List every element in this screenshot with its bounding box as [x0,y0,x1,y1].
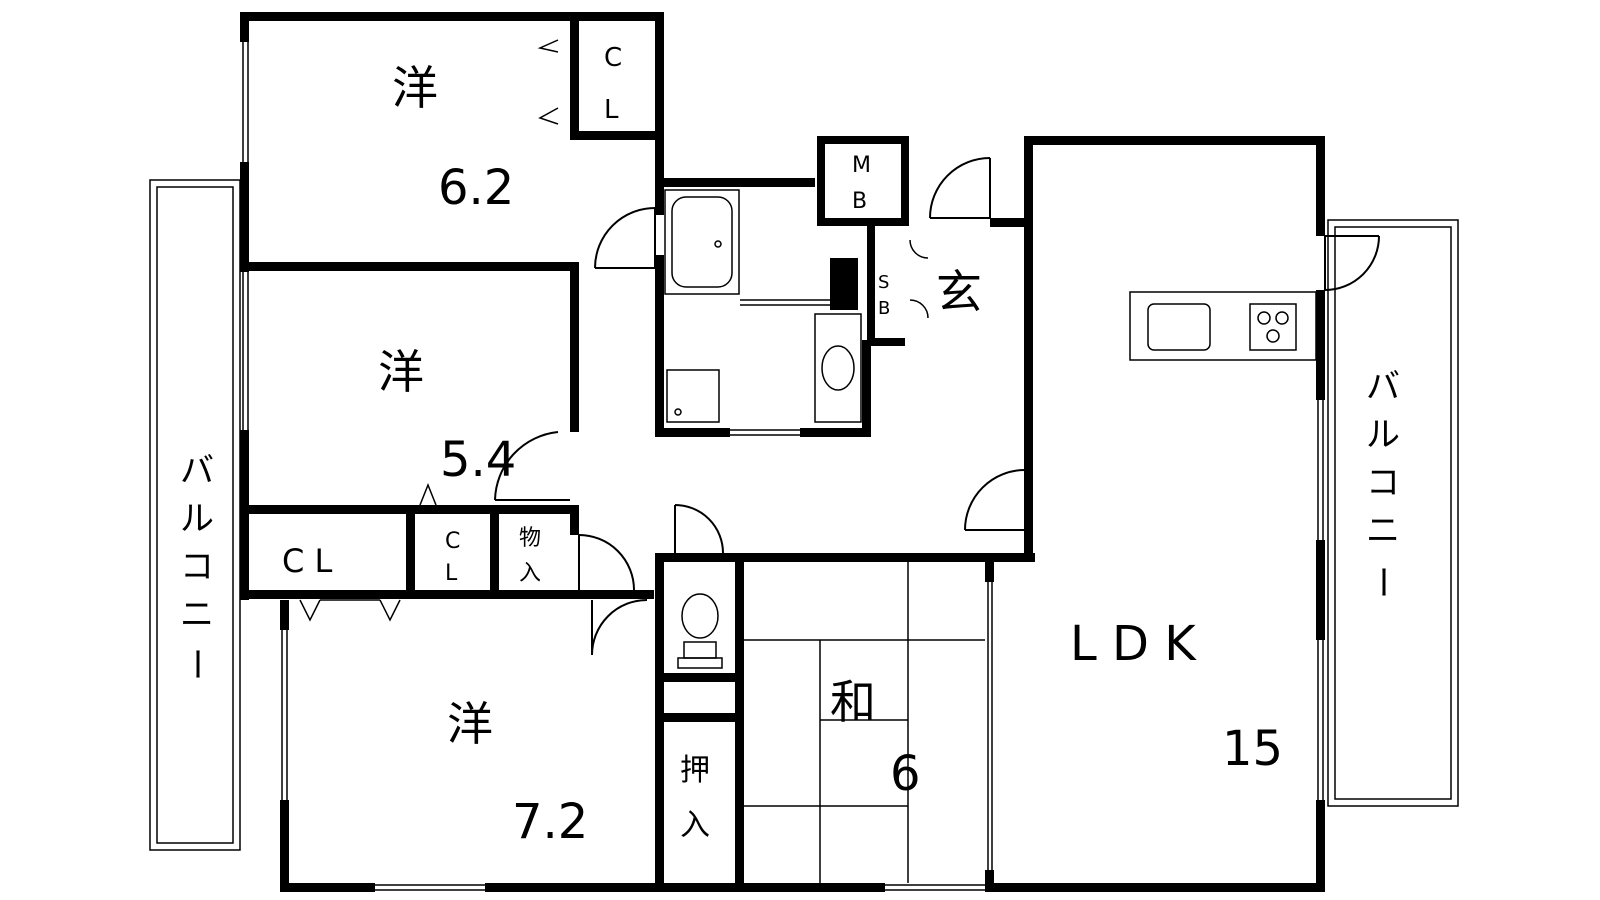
svg-text:ル: ル [1366,415,1400,455]
closet-label-1: 押 [680,753,710,788]
tatami [744,562,985,883]
svg-text:コ: コ [180,547,214,587]
ldk-label: L D K [1070,616,1197,672]
svg-text:ニ: ニ [180,595,214,635]
storage-label-1: 物 [519,526,541,551]
washitsu-label: 和 [830,675,876,729]
balcony-left-label: バ ル コ ニ ー [176,451,216,681]
room-w-label: 洋 [378,345,424,399]
shoe-box [909,239,929,319]
svg-text:ー: ー [1362,565,1402,599]
storage-label-2: 入 [519,561,541,586]
walls [240,12,1325,892]
room-nw-closet-c: C [604,43,622,73]
svg-text:バ: バ [1366,367,1400,407]
kitchen-counter [1129,291,1317,361]
balcony-right-label: バ ル コ ニ ー [1362,367,1402,599]
wash-basin [814,313,862,423]
room-sw-label: 洋 [447,697,493,751]
svg-text:ニ: ニ [1366,511,1400,551]
sb-label-s: S [878,272,889,293]
balcony-right [1327,219,1459,807]
svg-text:コ: コ [1366,463,1400,503]
room-nw-label: 洋 [392,61,438,115]
closet-label-2: 入 [680,808,710,843]
room-nw-size: 6.2 [438,160,514,216]
mb-label-b: B [852,189,867,214]
bathtub [664,189,740,295]
washer-pan [666,369,720,423]
room-w-size: 5.4 [440,432,516,488]
room-labels: 洋 6.2 C L M B S B 玄 洋 5.4 C L C L 物 入 洋 … [176,43,1402,850]
svg-text:ル: ル [180,499,214,539]
svg-text:バ: バ [180,451,214,491]
cl-small-l: L [445,561,458,586]
sb-label-b: B [878,298,890,319]
fixtures [664,189,1317,883]
ldk-size: 15 [1222,721,1283,777]
windows [242,42,1324,891]
mb-label-m: M [852,153,871,178]
room-nw-closet-l: L [604,95,619,125]
room-sw-size: 7.2 [512,794,588,850]
washitsu-size: 6 [890,746,921,802]
svg-text:ー: ー [176,647,216,681]
toilet [677,593,723,669]
cl-wide-label: C L [282,542,333,580]
cl-small-c: C [445,529,460,554]
doors [299,39,1380,656]
entrance-label: 玄 [936,265,982,319]
